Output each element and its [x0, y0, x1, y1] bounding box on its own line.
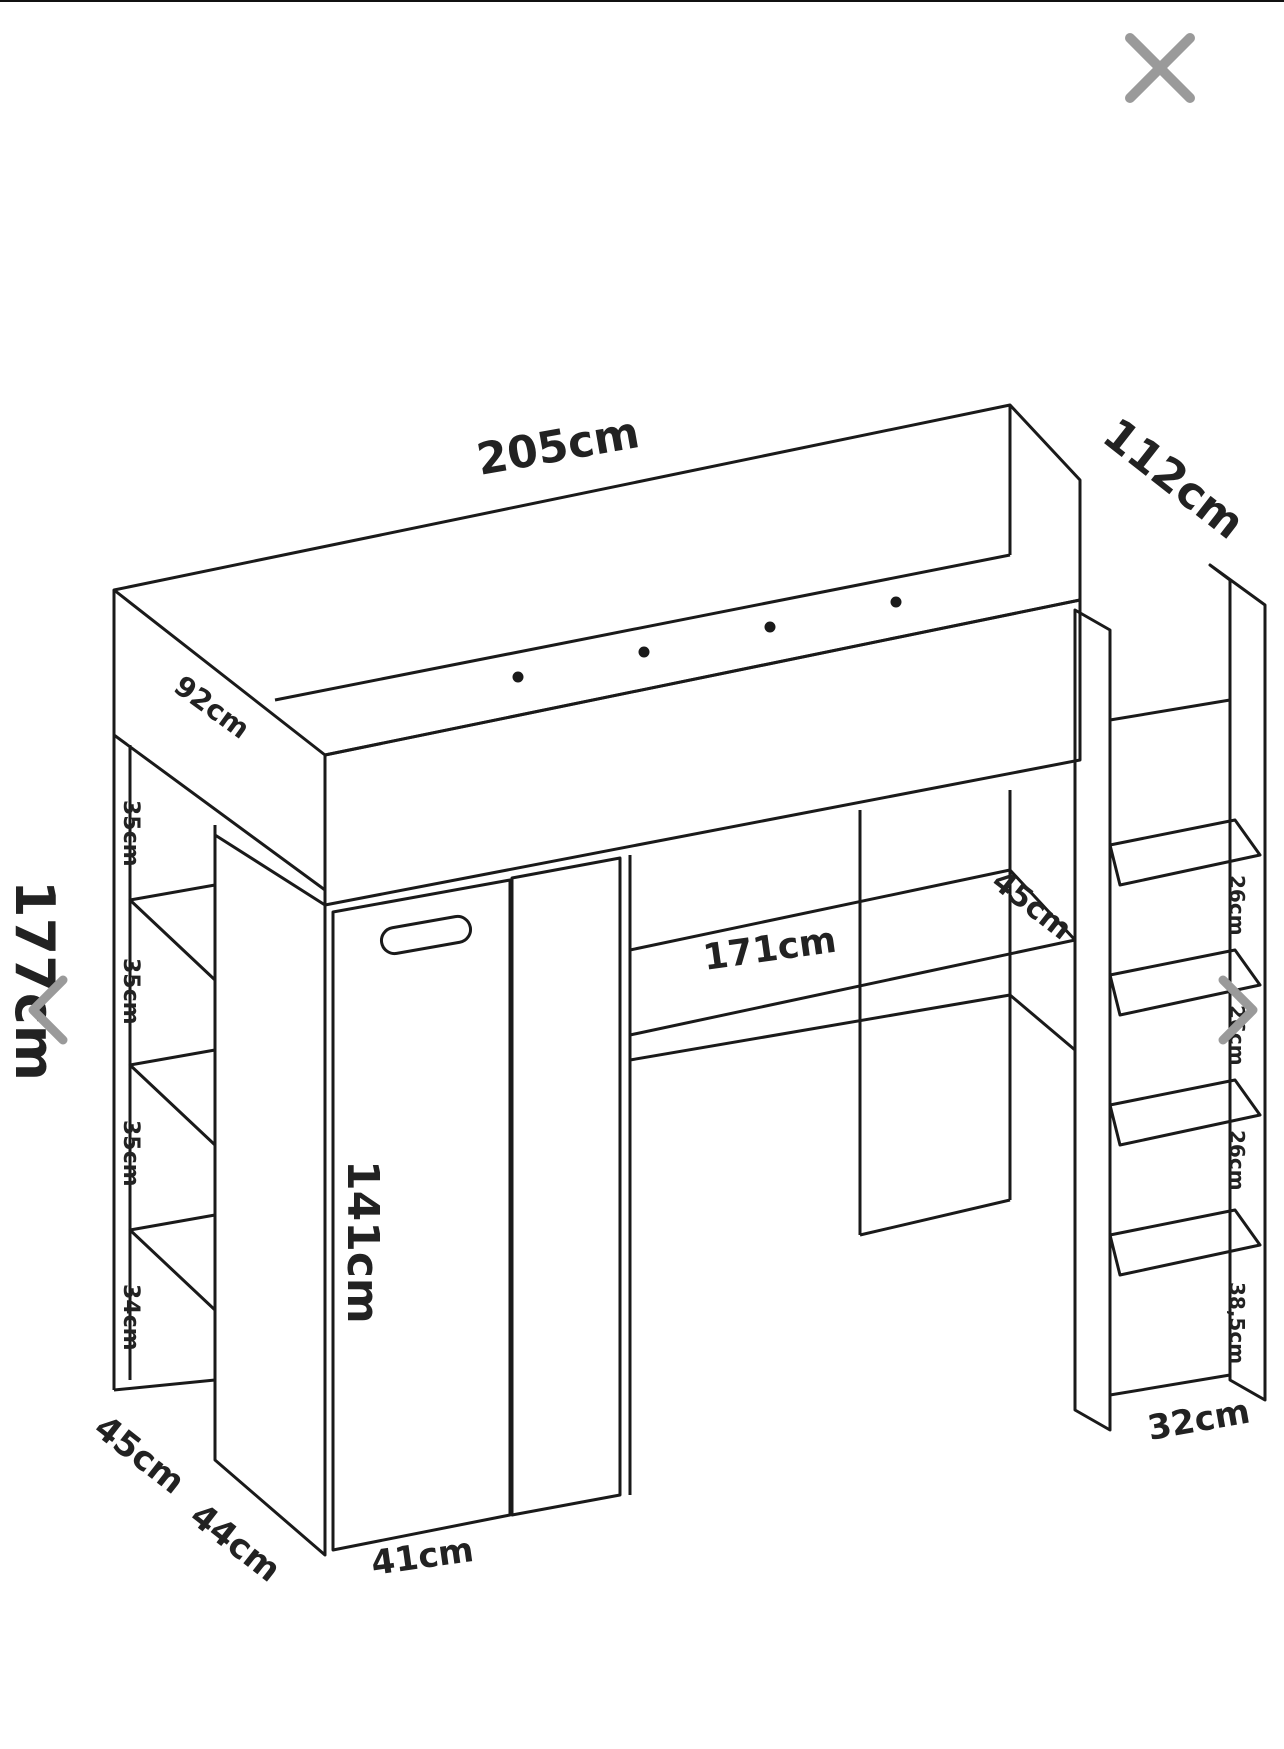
wardrobe-door-left — [331, 878, 512, 1552]
dim-desk-depth: 45cm — [985, 864, 1078, 947]
dim-length: 205cm — [473, 407, 643, 486]
chevron-right-icon — [1218, 975, 1258, 1045]
dim-shelf-1: 35cm — [118, 800, 143, 867]
dim-step-4: 38,5cm — [1225, 1282, 1249, 1364]
chevron-left-icon — [28, 975, 68, 1045]
previous-image-button[interactable] — [18, 965, 78, 1055]
bed-top-panel — [112, 403, 1082, 757]
top-border — [0, 0, 1284, 2]
dim-shelf-3: 35cm — [118, 1120, 143, 1187]
dim-base-depth-1: 45cm — [86, 1408, 192, 1503]
next-image-button[interactable] — [1208, 965, 1268, 1055]
dim-shelf-4: 34cm — [118, 1284, 143, 1351]
dim-bed-end: 92cm — [168, 669, 256, 746]
dim-step-1: 26cm — [1225, 875, 1249, 936]
dim-wardrobe-width: 41cm — [369, 1530, 476, 1584]
dim-desk-width: 171cm — [701, 920, 839, 979]
dim-total-height: 177cm — [3, 880, 66, 1081]
wardrobe-side — [213, 833, 327, 1557]
dim-wardrobe-height: 141cm — [337, 1160, 388, 1324]
close-icon — [1125, 33, 1195, 103]
dim-ladder-width: 32cm — [1145, 1392, 1253, 1449]
dim-step-3: 26cm — [1225, 1130, 1249, 1191]
ladder-rail-back — [1208, 563, 1267, 1402]
dim-depth: 112cm — [1093, 408, 1253, 549]
bed-front-panel — [323, 598, 1082, 907]
wardrobe-door-right — [510, 856, 622, 1517]
close-button[interactable] — [1120, 28, 1200, 108]
ladder-rail-front — [1073, 608, 1112, 1432]
dim-shelf-2: 35cm — [118, 958, 143, 1025]
